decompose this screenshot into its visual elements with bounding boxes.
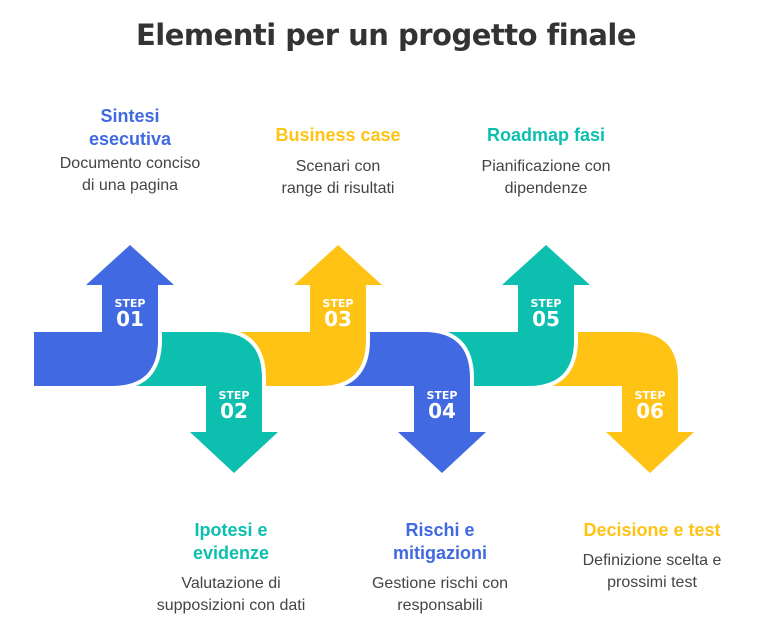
step-01-description: Documento conciso di una pagina [30, 153, 230, 197]
step-01-number: 01 [116, 307, 144, 331]
step-02-heading-line: evidenze [192, 543, 270, 563]
step-04-arrow-shape [336, 332, 486, 473]
step-02-word: STEP [218, 389, 249, 402]
step-06-word: STEP [634, 389, 665, 402]
step-01-text: Sintesi esecutiva Documento conciso di u… [30, 105, 230, 197]
step-06-desc-line: Definizione scelta e [582, 552, 722, 569]
step-02-arrow-shape [128, 332, 278, 473]
step-02-arrow [124, 328, 282, 477]
step-06-text: Decisione e test Definizione scelta e pr… [552, 519, 752, 594]
step-06-description: Definizione scelta e prossimi test [552, 550, 752, 594]
step-02-desc-line: Valutazione di [181, 575, 281, 592]
step-01-word: STEP [114, 297, 145, 310]
step-03-text: Business case Scenari con range di risul… [238, 124, 438, 200]
step-03-word: STEP [322, 297, 353, 310]
step-05-number: 05 [532, 307, 560, 331]
step-04-description: Gestione rischi con responsabili [340, 573, 540, 617]
step-03-heading: Business case [238, 124, 438, 147]
step-04-heading-line: mitigazioni [393, 543, 487, 563]
step-04-number: 04 [428, 399, 456, 423]
step-03-number: 03 [324, 307, 352, 331]
step-05-text: Roadmap fasi Pianificazione con dipenden… [446, 124, 646, 200]
step-01-desc-line: di una pagina [81, 177, 179, 194]
step-06-heading-line: Decisione e test [583, 520, 721, 540]
step-03-heading-line: Business case [275, 125, 401, 145]
step-06-desc-line: prossimi test [607, 574, 697, 591]
step-03-description: Scenari con range di risultati [238, 156, 438, 200]
step-02-desc-line: supposizioni con dati [156, 597, 306, 614]
step-04-text: Rischi e mitigazioni Gestione rischi con… [340, 519, 540, 617]
step-04-heading-line: Rischi e [405, 520, 475, 540]
step-02-heading: Ipotesi e evidenze [131, 519, 331, 565]
step-06-arrow [540, 328, 698, 477]
step-05-heading-line: Roadmap fasi [486, 125, 606, 145]
step-01-heading: Sintesi esecutiva [30, 105, 230, 151]
step-01-arrow [30, 241, 178, 390]
step-05-desc-line: Pianificazione con [481, 158, 611, 175]
step-04-desc-line: responsabili [397, 597, 483, 614]
step-03-desc-line: Scenari con [295, 158, 381, 175]
step-04-heading: Rischi e mitigazioni [340, 519, 540, 565]
step-01-heading-line: esecutiva [88, 129, 172, 149]
step-04-arrow [332, 328, 490, 477]
step-06-heading: Decisione e test [552, 519, 752, 542]
step-05-desc-line: dipendenze [504, 180, 588, 197]
step-04-word: STEP [426, 389, 457, 402]
step-02-description: Valutazione di supposizioni con dati [131, 573, 331, 617]
step-01-desc-line: Documento conciso [59, 155, 201, 172]
step-06-number: 06 [636, 399, 664, 423]
step-01-heading-line: Sintesi [100, 106, 160, 126]
step-02-heading-line: Ipotesi e [194, 520, 268, 540]
step-02-number: 02 [220, 399, 248, 423]
step-05-description: Pianificazione con dipendenze [446, 156, 646, 200]
step-04-desc-line: Gestione rischi con [371, 575, 509, 592]
step-05-heading: Roadmap fasi [446, 124, 646, 147]
step-06-arrow-shape [544, 332, 694, 473]
page-title: Elementi per un progetto finale [135, 18, 637, 52]
step-03-desc-line: range di risultati [281, 180, 395, 197]
step-05-word: STEP [530, 297, 561, 310]
step-02-text: Ipotesi e evidenze Valutazione di suppos… [131, 519, 331, 617]
step-01-arrow-shape [34, 245, 174, 386]
